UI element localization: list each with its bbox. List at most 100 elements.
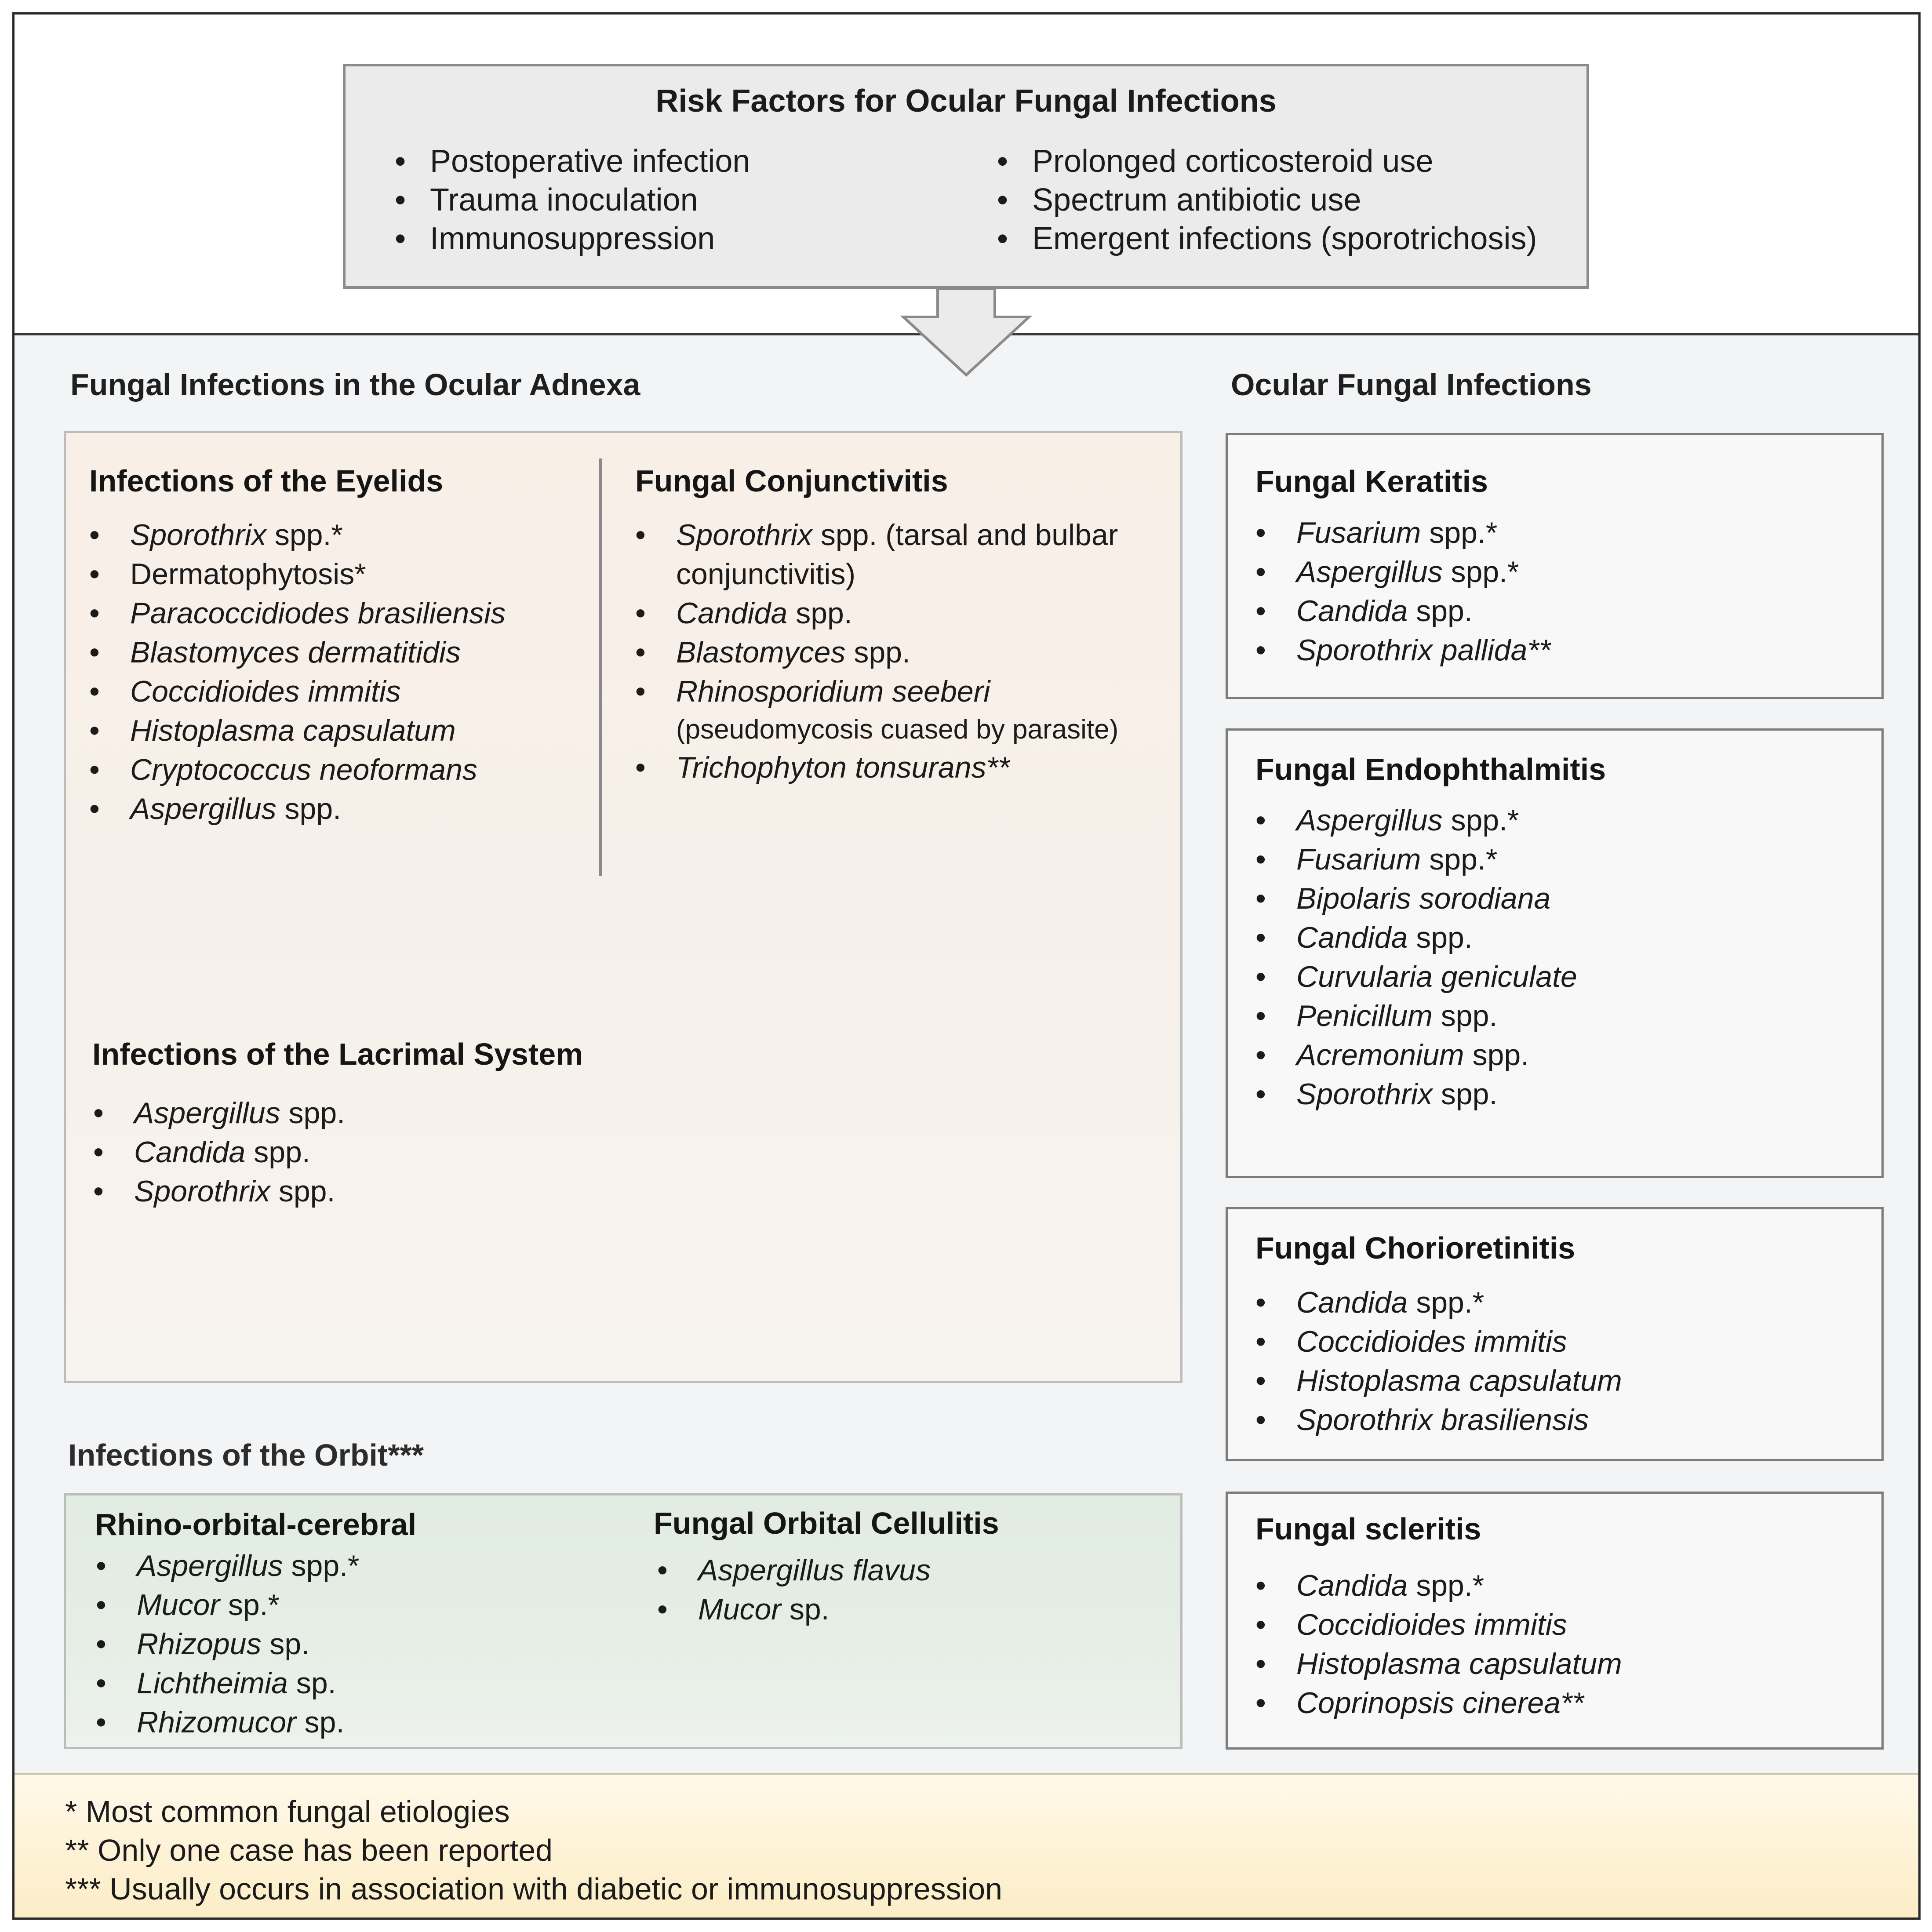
risk-factors-list-right: Prolonged corticosteroid use Spectrum an… (997, 142, 1537, 258)
risk-factor-item: Emergent infections (sporotrichosis) (997, 219, 1537, 258)
organism-name: Rhizomucor (137, 1706, 296, 1739)
organism-qualifier: spp. (tarsal and bulbar conjunctivitis) (676, 518, 1118, 591)
organism-qualifier: spp.* (283, 1549, 360, 1583)
organism-item: Trichophyton tonsurans** (635, 748, 1167, 787)
organism-item: Rhinosporidium seeberi(pseudomycosis cua… (635, 672, 1167, 748)
organism-item: Coccidioides immitis (1255, 1322, 1622, 1361)
organism-name: Candida (1296, 921, 1408, 954)
organism-name: Aspergillus (130, 792, 277, 826)
scleritis-title: Fungal scleritis (1255, 1512, 1481, 1546)
organism-item: Candida spp.* (1255, 1566, 1622, 1605)
organism-name: Aspergillus (137, 1549, 283, 1583)
organism-name: Candida (676, 597, 788, 630)
organism-name: Sporothrix brasiliensis (1296, 1403, 1589, 1437)
organism-name: Aspergillus (1296, 804, 1443, 837)
organism-item: Sporothrix spp. (93, 1172, 345, 1211)
organism-item: Lichtheimia sp. (96, 1664, 360, 1703)
organism-name: Mucor (137, 1588, 220, 1622)
organism-item: Fusarium spp.* (1255, 840, 1577, 879)
footnote-1: * Most common fungal etiologies (65, 1794, 510, 1829)
organism-qualifier: spp. (1432, 1077, 1498, 1111)
organism-name: Fusarium (1296, 843, 1421, 876)
lacrimal-list: Aspergillus spp.Candida spp.Sporothrix s… (93, 1094, 345, 1211)
keratitis-card: Fungal Keratitis Fusarium spp.*Aspergill… (1226, 433, 1884, 699)
organism-name: Aspergillus flavus (698, 1554, 931, 1587)
organism-name: Candida (134, 1135, 246, 1169)
organism-name: Bipolaris sorodiana (1296, 882, 1551, 915)
risk-factors-box: Risk Factors for Ocular Fungal Infection… (343, 64, 1589, 289)
organism-name: Coccidioides immitis (130, 675, 401, 708)
scleritis-card: Fungal scleritis Candida spp.*Coccidioid… (1226, 1492, 1884, 1750)
organism-item: Penicillum spp. (1255, 997, 1577, 1036)
organism-qualifier: spp.* (266, 518, 343, 552)
organism-item: Bipolaris sorodiana (1255, 879, 1577, 918)
organism-item: Fusarium spp.* (1255, 513, 1550, 553)
organism-item: Curvularia geniculate (1255, 957, 1577, 997)
organism-qualifier: spp.* (1421, 516, 1498, 549)
ocular-section-title: Ocular Fungal Infections (1231, 367, 1592, 402)
organism-name: Sporothrix (134, 1175, 270, 1208)
risk-factor-item: Spectrum antibiotic use (997, 181, 1537, 219)
orbital-cellulitis-title: Fungal Orbital Cellulitis (654, 1506, 999, 1540)
risk-factor-item: Prolonged corticosteroid use (997, 142, 1537, 181)
organism-qualifier: spp. (845, 636, 910, 669)
endophthalmitis-list: Aspergillus spp.*Fusarium spp.*Bipolaris… (1255, 801, 1577, 1114)
chorioretinitis-list: Candida spp.*Coccidioides immitisHistopl… (1255, 1283, 1622, 1440)
organism-name: Histoplasma capsulatum (1296, 1647, 1622, 1681)
organism-item: Aspergillus spp.* (96, 1546, 360, 1586)
organism-qualifier: spp.* (1442, 804, 1519, 837)
organism-name: Rhizopus (137, 1627, 262, 1661)
organism-qualifier: spp. (280, 1096, 346, 1130)
organism-qualifier: spp. (1432, 999, 1498, 1033)
organism-item: Coprinopsis cinerea** (1255, 1684, 1622, 1723)
organism-name: Candida (1296, 1286, 1408, 1319)
endophthalmitis-card: Fungal Endophthalmitis Aspergillus spp.*… (1226, 728, 1884, 1178)
organism-name: Curvularia geniculate (1296, 960, 1577, 993)
organism-item: Histoplasma capsulatum (1255, 1361, 1622, 1401)
organism-item: Candida spp.* (1255, 1283, 1622, 1322)
organism-qualifier: spp. (1464, 1038, 1529, 1072)
organism-item: Histoplasma capsulatum (89, 711, 506, 750)
organism-name: Histoplasma capsulatum (130, 714, 456, 747)
organism-name: Rhinosporidium seeberi (676, 675, 990, 708)
organism-item: Mucor sp.* (96, 1586, 360, 1625)
organism-qualifier: spp. (1408, 594, 1473, 628)
organism-name: Paracoccidiodes brasiliensis (130, 597, 506, 630)
column-divider (599, 458, 602, 876)
organism-name: Aspergillus (134, 1096, 280, 1130)
organism-qualifier: spp. (276, 792, 342, 826)
organism-item: Rhizomucor sp. (96, 1703, 360, 1742)
risk-factor-item: Immunosuppression (395, 219, 750, 258)
organism-name: Candida (1296, 594, 1408, 628)
organism-qualifier: Dermatophytosis* (130, 557, 366, 591)
organism-item: Candida spp. (1255, 918, 1577, 957)
organism-item: Coccidioides immitis (1255, 1605, 1622, 1645)
organism-qualifier: spp. (787, 597, 852, 630)
organism-name: Histoplasma capsulatum (1296, 1364, 1622, 1397)
organism-item: Rhizopus sp. (96, 1625, 360, 1664)
organism-name: Aspergillus (1296, 555, 1443, 589)
organism-name: Coccidioides immitis (1296, 1608, 1567, 1641)
organism-qualifier: spp.* (1421, 843, 1498, 876)
organism-item: Cryptococcus neoformans (89, 750, 506, 790)
eyelids-list: Sporothrix spp.* Dermatophytosis* Paracocc… (89, 516, 506, 829)
endophthalmitis-title: Fungal Endophthalmitis (1255, 752, 1606, 786)
organism-name: Cryptococcus neoformans (130, 753, 477, 786)
organism-qualifier: sp. (781, 1593, 830, 1626)
organism-qualifier: spp. (245, 1135, 310, 1169)
rhino-orbital-cerebral-title: Rhino-orbital-cerebral (95, 1507, 417, 1542)
organism-item: Candida spp. (635, 594, 1167, 633)
organism-name: Coccidioides immitis (1296, 1325, 1567, 1358)
organism-item: Sporothrix pallida** (1255, 631, 1550, 670)
organism-item: Candida spp. (1255, 592, 1550, 631)
organism-name: Sporothrix (130, 518, 266, 552)
organism-item: Acremonium spp. (1255, 1036, 1577, 1075)
organism-item: Aspergillus spp. (89, 790, 506, 829)
organism-name: Sporothrix pallida** (1296, 633, 1551, 667)
organism-qualifier: sp.* (219, 1588, 280, 1622)
organism-name: Penicillum (1296, 999, 1433, 1033)
organism-qualifier: spp.* (1408, 1569, 1484, 1602)
organism-item: Coccidioides immitis (89, 672, 506, 711)
orbital-cellulitis-list: Aspergillus flavusMucor sp. (657, 1551, 931, 1629)
footnotes: * Most common fungal etiologies ** Only … (15, 1773, 1918, 1917)
